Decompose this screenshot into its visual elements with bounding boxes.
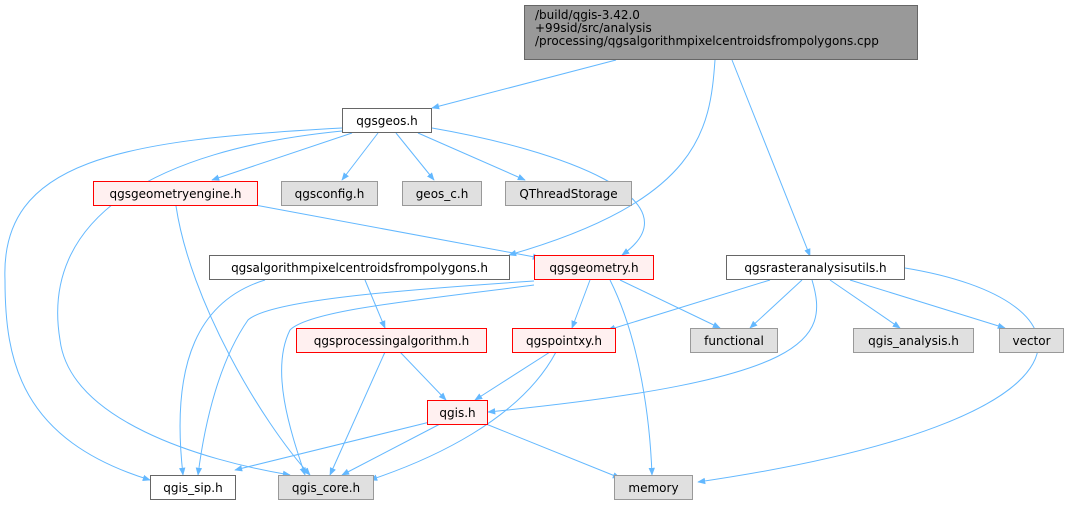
node-qgsalgorithmpixelcentroidsfrompolygons[interactable]: qgsalgorithmpixelcentroidsfrompolygons.h xyxy=(209,255,510,280)
edge-qgsgeos-qgsgeometry xyxy=(431,127,645,256)
node-geos_c[interactable]: geos_c.h xyxy=(402,181,482,206)
edge-qgsgeometryengine-qgis_core xyxy=(175,205,311,476)
edge-qgsprocessingalgorithm-qgis xyxy=(399,351,447,401)
edge-qgsgeos-qthreadstorage xyxy=(417,132,526,181)
edge-qgsgeos-geos_c xyxy=(395,132,435,181)
edge-qgspointxy-qgis xyxy=(474,351,551,401)
node-qgsrasteranalysisutils[interactable]: qgsrasteranalysisutils.h xyxy=(726,255,905,280)
node-qgsgeos[interactable]: qgsgeos.h xyxy=(342,108,432,133)
edge-qgsgeos-qgsconfig xyxy=(341,132,379,181)
edge-qgsalgorithmpixelcentroids-qgsprocessingalgorithm xyxy=(364,279,386,329)
edge-qgsgeos-qgis_core xyxy=(57,130,343,477)
edge-qgsgeometry-functional xyxy=(619,279,721,329)
node-memory[interactable]: memory xyxy=(614,475,693,500)
edge-qgsrasteranalysisutils-vector xyxy=(849,279,1006,329)
node-vector[interactable]: vector xyxy=(999,328,1064,353)
edge-qgsgeometry-qgspointxy xyxy=(571,279,591,329)
edge-qgsgeometry-qgis_core xyxy=(281,284,535,476)
edge-qgsgeometry-memory xyxy=(609,279,655,476)
edge-root-qgsrasteranalysisutils xyxy=(731,59,811,257)
edge-qgsalgorithmpixelcentroids-qgis_sip xyxy=(179,279,266,476)
edge-qgsgeometry-qgis_sip xyxy=(195,280,535,476)
node-functional[interactable]: functional xyxy=(690,328,778,353)
edge-qgspointxy-qgis_core xyxy=(369,351,557,481)
edge-qgsrasteranalysisutils-qgis xyxy=(487,279,818,415)
edge-qgsrasteranalysisutils-qgis_analysis xyxy=(829,279,901,329)
node-qgsconfig[interactable]: qgsconfig.h xyxy=(281,181,378,206)
node-qgsprocessingalgorithm[interactable]: qgsprocessingalgorithm.h xyxy=(296,328,487,353)
edge-qgis-qgis_sip xyxy=(234,421,431,472)
edge-qgsprocessingalgorithm-qgis_core xyxy=(329,351,386,476)
node-qgis[interactable]: qgis.h xyxy=(427,400,488,425)
edge-root-qgsalgorithmpixelcentroids xyxy=(508,59,716,257)
node-qgsgeometryengine[interactable]: qgsgeometryengine.h xyxy=(93,181,258,206)
edge-qgsgeos-qgsgeometryengine xyxy=(211,132,353,181)
edge-qgis-memory xyxy=(485,423,621,479)
node-qgspointxy[interactable]: qgspointxy.h xyxy=(512,328,616,353)
node-qgis_analysis[interactable]: qgis_analysis.h xyxy=(853,328,974,353)
root-line-1: /build/qgis-3.42.0 xyxy=(535,8,640,22)
edge-root-qgsgeos xyxy=(431,59,617,110)
node-qgis_core[interactable]: qgis_core.h xyxy=(278,475,374,500)
edge-qgsrasteranalysisutils-qgspointxy xyxy=(607,279,771,331)
root-line-3: /processing/qgsalgorithmpixelcentroidsfr… xyxy=(535,34,879,48)
edge-qgis-qgis_core xyxy=(341,423,441,476)
edge-qgsrasteranalysisutils-memory xyxy=(697,267,1039,485)
node-qthreadstorage[interactable]: QThreadStorage xyxy=(505,181,632,206)
node-qgis_sip[interactable]: qgis_sip.h xyxy=(150,475,236,500)
edge-qgsgeometryengine-qgsgeometry xyxy=(254,204,541,260)
node-qgsgeometry[interactable]: qgsgeometry.h xyxy=(534,255,654,280)
node-root-file[interactable]: /build/qgis-3.42.0 +99sid/src/analysis /… xyxy=(524,5,918,60)
root-line-2: +99sid/src/analysis xyxy=(535,21,652,35)
edge-qgsrasteranalysisutils-functional xyxy=(749,279,803,329)
edge-qgsgeos-qgis_sip xyxy=(4,127,343,481)
